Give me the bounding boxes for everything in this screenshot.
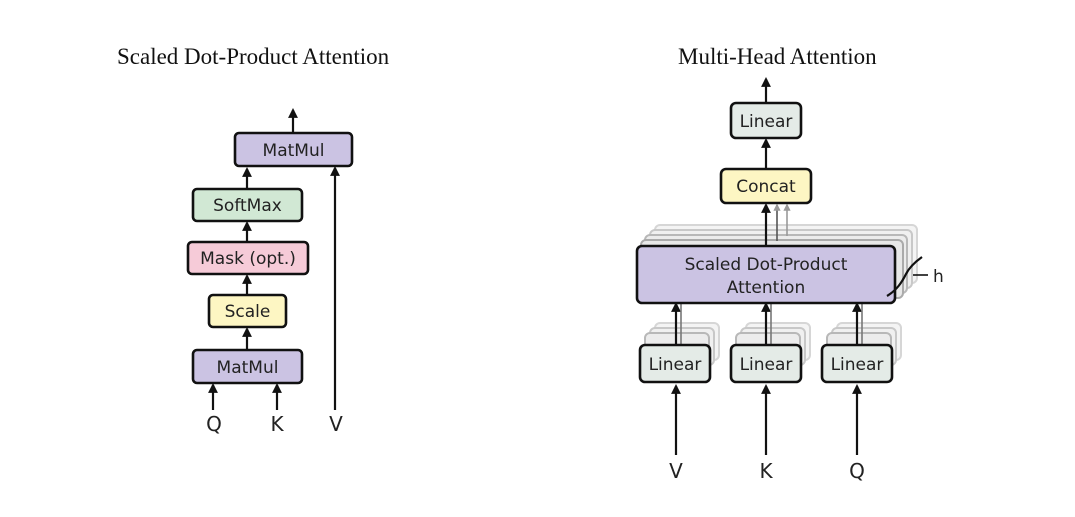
multi-head-attention-diagram: Linear Concat Scaled Dot-Product Attenti… [635,77,944,483]
linear-output-block: Linear [729,101,803,140]
heads-brace: h [886,256,944,297]
softmax-block: SoftMax [191,187,304,223]
q-input-label: Q [849,459,865,483]
linear-q-label: Linear [831,355,884,375]
left-panel-title: Scaled Dot-Product Attention [117,44,390,69]
concat-label: Concat [736,177,796,197]
matmul-bottom-label: MatMul [217,358,279,378]
v-input-label: V [669,459,683,483]
scaled-dot-product-attention-block: Scaled Dot-Product Attention [635,244,897,305]
attention-label-line1: Scaled Dot-Product [685,255,848,275]
linear-v-label: Linear [649,355,702,375]
softmax-label: SoftMax [213,196,282,216]
scale-label: Scale [225,302,271,322]
k-input-label: K [270,412,284,436]
matmul-bottom-block: MatMul [191,348,304,385]
heads-label: h [933,267,944,287]
mask-label: Mask (opt.) [200,249,296,269]
matmul-top-block: MatMul [233,131,354,168]
right-panel-title: Multi-Head Attention [678,44,877,69]
mask-block: Mask (opt.) [186,240,310,276]
scaled-dot-product-attention-diagram: MatMul SoftMax Mask (opt.) Scale MatMul … [186,108,354,436]
k-input-label: K [759,459,773,483]
attention-label-line2: Attention [727,278,805,298]
linear-output-label: Linear [740,112,793,132]
concat-block: Concat [719,167,813,205]
linear-k-label: Linear [740,355,793,375]
matmul-top-label: MatMul [263,141,325,161]
q-input-label: Q [206,412,222,436]
linear-k-block: Linear [729,343,803,384]
linear-q-block: Linear [820,343,894,384]
linear-v-block: Linear [638,343,712,384]
v-input-label: V [329,412,343,436]
scale-block: Scale [207,293,288,329]
